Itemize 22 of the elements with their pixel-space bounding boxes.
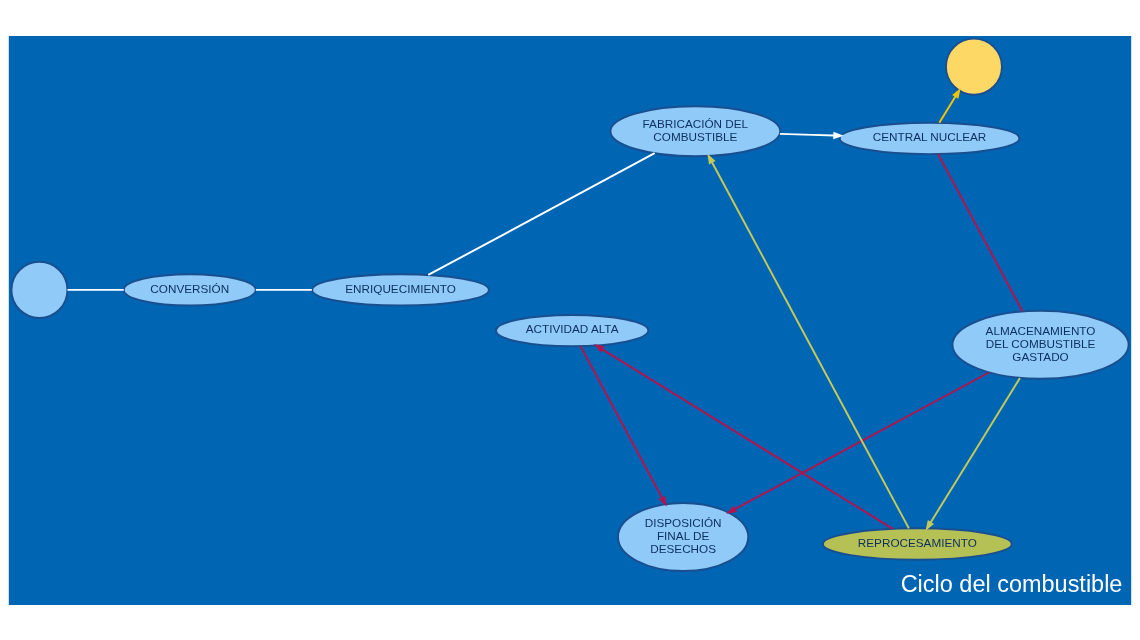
node-circle (10, 260, 69, 319)
connector (427, 151, 656, 276)
connector (66, 288, 125, 291)
arrow (778, 131, 844, 139)
node-circle (944, 37, 1003, 96)
node-ellipse: CENTRAL NUCLEAR (838, 121, 1021, 155)
diagram-title: Ciclo del combustible (900, 570, 1123, 597)
node-ellipse: REPROCESAMIENTO (821, 526, 1013, 561)
arrow (579, 344, 667, 507)
arrow (593, 343, 894, 530)
node-ellipse: CONVERSIÓN (122, 272, 257, 307)
node-ellipse: DISPOSICIÓN FINAL DE DESECHOS (617, 501, 750, 572)
arrow (925, 376, 1021, 531)
node-ellipse: ACTIVIDAD ALTA (494, 313, 650, 347)
node-ellipse: ALMACENAMIENTO DEL COMBUSTIBLE GASTADO (951, 309, 1130, 380)
arrow (726, 371, 990, 514)
connector (937, 152, 1024, 312)
connector (254, 288, 313, 291)
arrow (707, 153, 910, 529)
node-ellipse: FABRICACIÓN DEL COMBUSTIBLE (609, 104, 782, 157)
arrow (938, 87, 961, 124)
node-ellipse: ENRIQUECIMIENTO (311, 272, 490, 307)
